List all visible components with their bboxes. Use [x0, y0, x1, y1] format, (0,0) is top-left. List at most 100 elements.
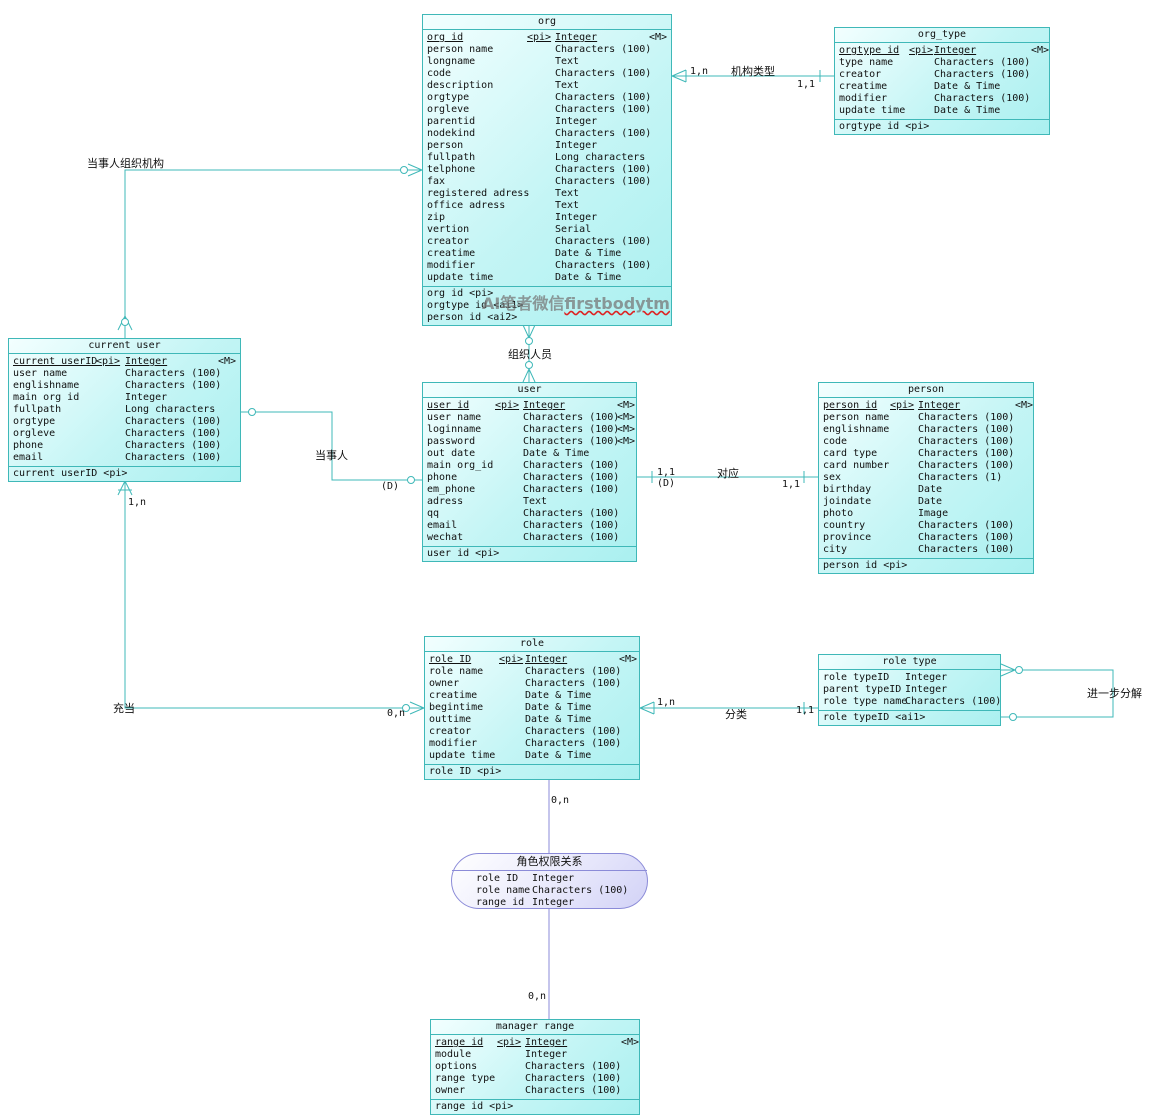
identifier-row: current userID <pi> [13, 468, 128, 479]
attribute-name: description [427, 80, 494, 91]
attribute-type: Characters (100) [918, 424, 1015, 435]
attribute-row[interactable]: range id<pi>Integer<M> [435, 1037, 639, 1049]
entity-title: org_type [835, 28, 1049, 43]
identifier-row: person id <ai2> [427, 312, 518, 323]
attribute-row[interactable]: role ID<pi>Integer<M> [429, 654, 637, 666]
attribute-type: Characters (100) [523, 508, 620, 519]
attribute-row[interactable]: current userID<pi>Integer<M> [13, 356, 236, 368]
attribute-row[interactable]: user id<pi>Integer<M> [427, 400, 635, 412]
attribute-name: englishname [13, 380, 80, 391]
attribute-name: parentid [427, 116, 476, 127]
attribute-row[interactable]: org id<pi>Integer<M> [427, 32, 667, 44]
attribute-row[interactable]: orgtype id<pi>Integer<M> [839, 45, 1049, 57]
attribute-row[interactable]: person id<pi>Integer<M> [823, 400, 1033, 412]
attribute-name: range id [435, 1037, 484, 1048]
attribute-type: Integer [555, 140, 598, 151]
